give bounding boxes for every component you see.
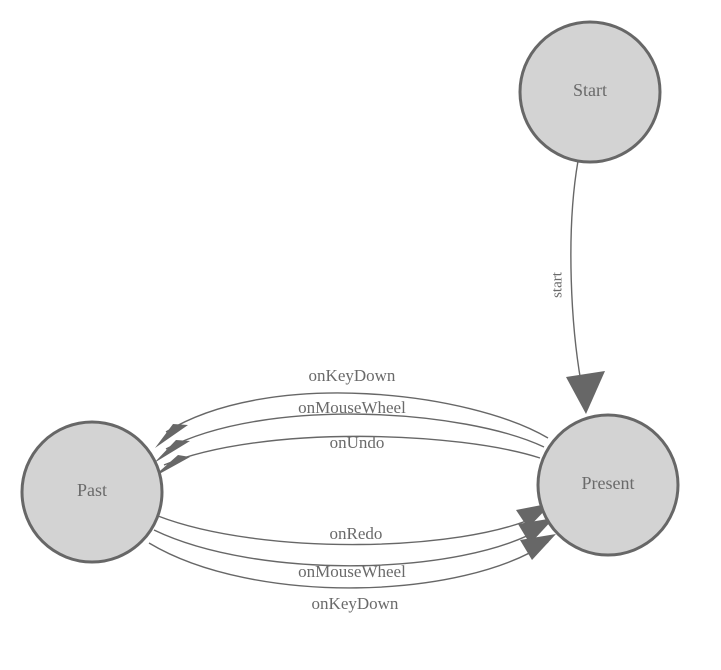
edge-past-to-present-onredo-path (157, 515, 539, 546)
edge-present-to-past-onmousewheel[interactable]: onMouseWheel (154, 398, 545, 463)
node-past[interactable]: Past (20, 420, 164, 564)
node-present-circle (536, 413, 680, 557)
edge-start-to-present[interactable]: start (549, 160, 605, 414)
edge-present-to-past-onundo-path (163, 435, 541, 466)
edge-present-to-past-onkeydown-arrowhead (155, 424, 188, 448)
edge-label-past-present-onkeydown: onKeyDown (312, 594, 399, 613)
edge-label-present-past-onmousewheel: onMouseWheel (298, 398, 406, 417)
node-start-label: Start (573, 80, 607, 100)
node-past-circle (20, 420, 164, 564)
edge-label-present-past-onundo: onUndo (330, 433, 385, 452)
edge-label-present-past-onkeydown: onKeyDown (309, 366, 396, 385)
edge-present-to-past-onkeydown-path (165, 392, 549, 439)
edge-present-to-past-onundo-arrowhead (152, 455, 190, 478)
node-past-label: Past (77, 480, 107, 500)
edge-present-to-past-onkeydown[interactable]: onKeyDown (155, 366, 549, 448)
node-present[interactable]: Present (536, 413, 680, 557)
edge-label-start: start (549, 271, 565, 298)
edge-start-to-present-arrowhead (566, 371, 605, 414)
edge-label-past-present-onmousewheel: onMouseWheel (298, 562, 406, 581)
node-start[interactable]: Start (518, 20, 662, 164)
edge-past-to-present-onkeydown-path (148, 541, 549, 589)
edge-present-to-past-onundo[interactable]: onUndo (152, 433, 541, 478)
edge-start-to-present-path (570, 160, 585, 399)
edge-past-to-present-onmousewheel[interactable]: onMouseWheel (153, 518, 554, 581)
edge-past-to-present-onkeydown-arrowhead (520, 534, 556, 560)
node-present-label: Present (582, 473, 635, 493)
edge-past-to-present-onredo[interactable]: onRedo (157, 503, 552, 546)
node-start-circle (518, 20, 662, 164)
edge-past-to-present-onkeydown[interactable]: onKeyDown (148, 534, 556, 613)
edge-past-to-present-onmousewheel-arrowhead (518, 518, 554, 544)
edge-past-to-present-onmousewheel-path (153, 527, 543, 567)
edge-present-to-past-onmousewheel-arrowhead (154, 440, 190, 463)
edge-present-to-past-onmousewheel-path (165, 413, 545, 450)
edge-label-past-present-onredo: onRedo (330, 524, 383, 543)
